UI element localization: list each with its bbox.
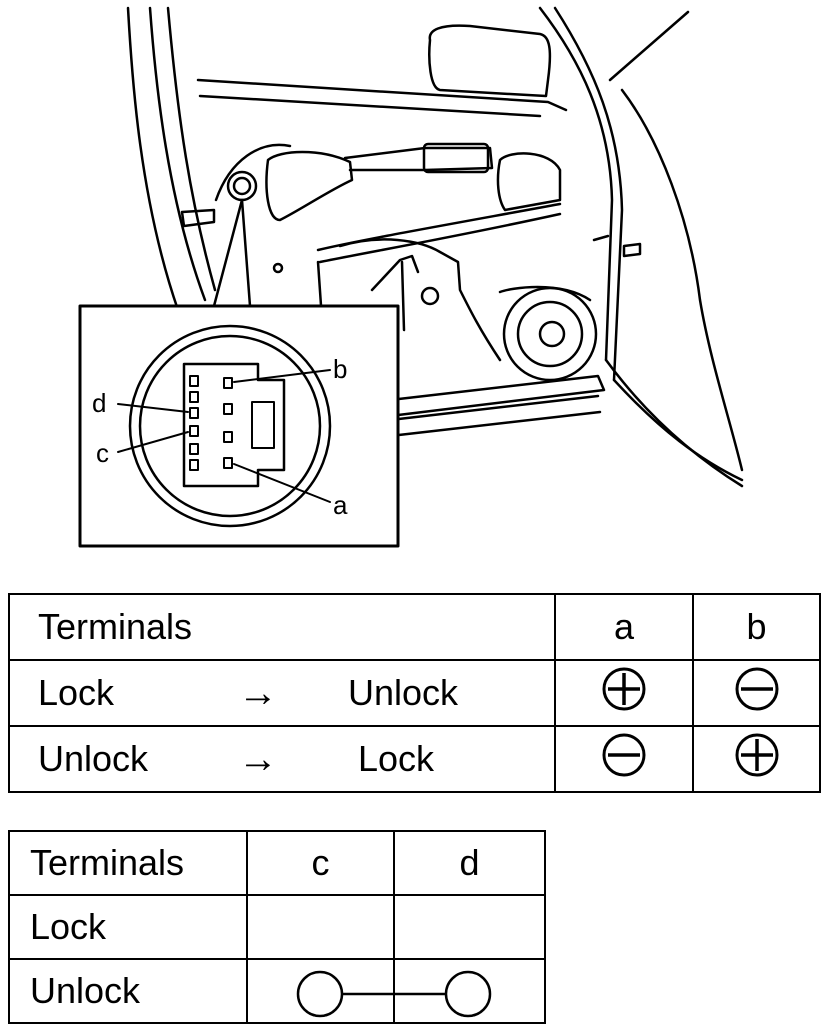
row-label: Lock [30,906,107,947]
callout-a: a [333,490,348,520]
arrow-icon: → [238,670,278,715]
door-lock-illustration: b d c a [78,6,744,548]
row-from: Lock [38,672,115,713]
continuity-table: Terminals c d Lock Unlock [8,830,546,1024]
door-frame [126,6,744,488]
header-terminals: Terminals [38,606,193,647]
voltage-table-header: Terminals a b [8,593,821,661]
continuity-terminal-d [444,970,492,1018]
voltage-table: Terminals a b Lock → Unlock Unlock → Loc… [8,593,821,793]
speaker [502,286,598,382]
plus-circle-icon [733,731,781,788]
header-d: d [393,830,546,896]
door-upper-panel [196,24,568,118]
minus-circle-icon [600,731,648,788]
header-a: a [554,593,694,661]
minus-circle-icon [733,665,781,722]
connector-inset: b d c a [78,304,400,548]
door-inner-panel [180,142,642,438]
callout-c: c [96,438,109,468]
header-c: c [246,830,395,896]
continuity-symbol [296,970,492,1018]
table-row: Unlock → Lock [8,725,821,793]
row-to: Lock [358,738,435,779]
connector-location [212,170,258,308]
header-terminals: Terminals [30,842,185,883]
callout-d: d [92,388,106,418]
table-row: Unlock [8,958,546,1024]
continuity-table-header: Terminals c d [8,830,546,896]
plus-circle-icon [600,665,648,722]
header-b: b [692,593,821,661]
arrow-icon: → [238,736,278,781]
row-to: Unlock [348,672,459,713]
continuity-terminal-c [296,970,344,1018]
connector-terminals [189,375,275,471]
row-label: Unlock [30,970,141,1011]
table-row: Lock → Unlock [8,659,821,727]
callout-b: b [333,354,347,384]
table-row: Lock [8,894,546,960]
row-from: Unlock [38,738,149,779]
